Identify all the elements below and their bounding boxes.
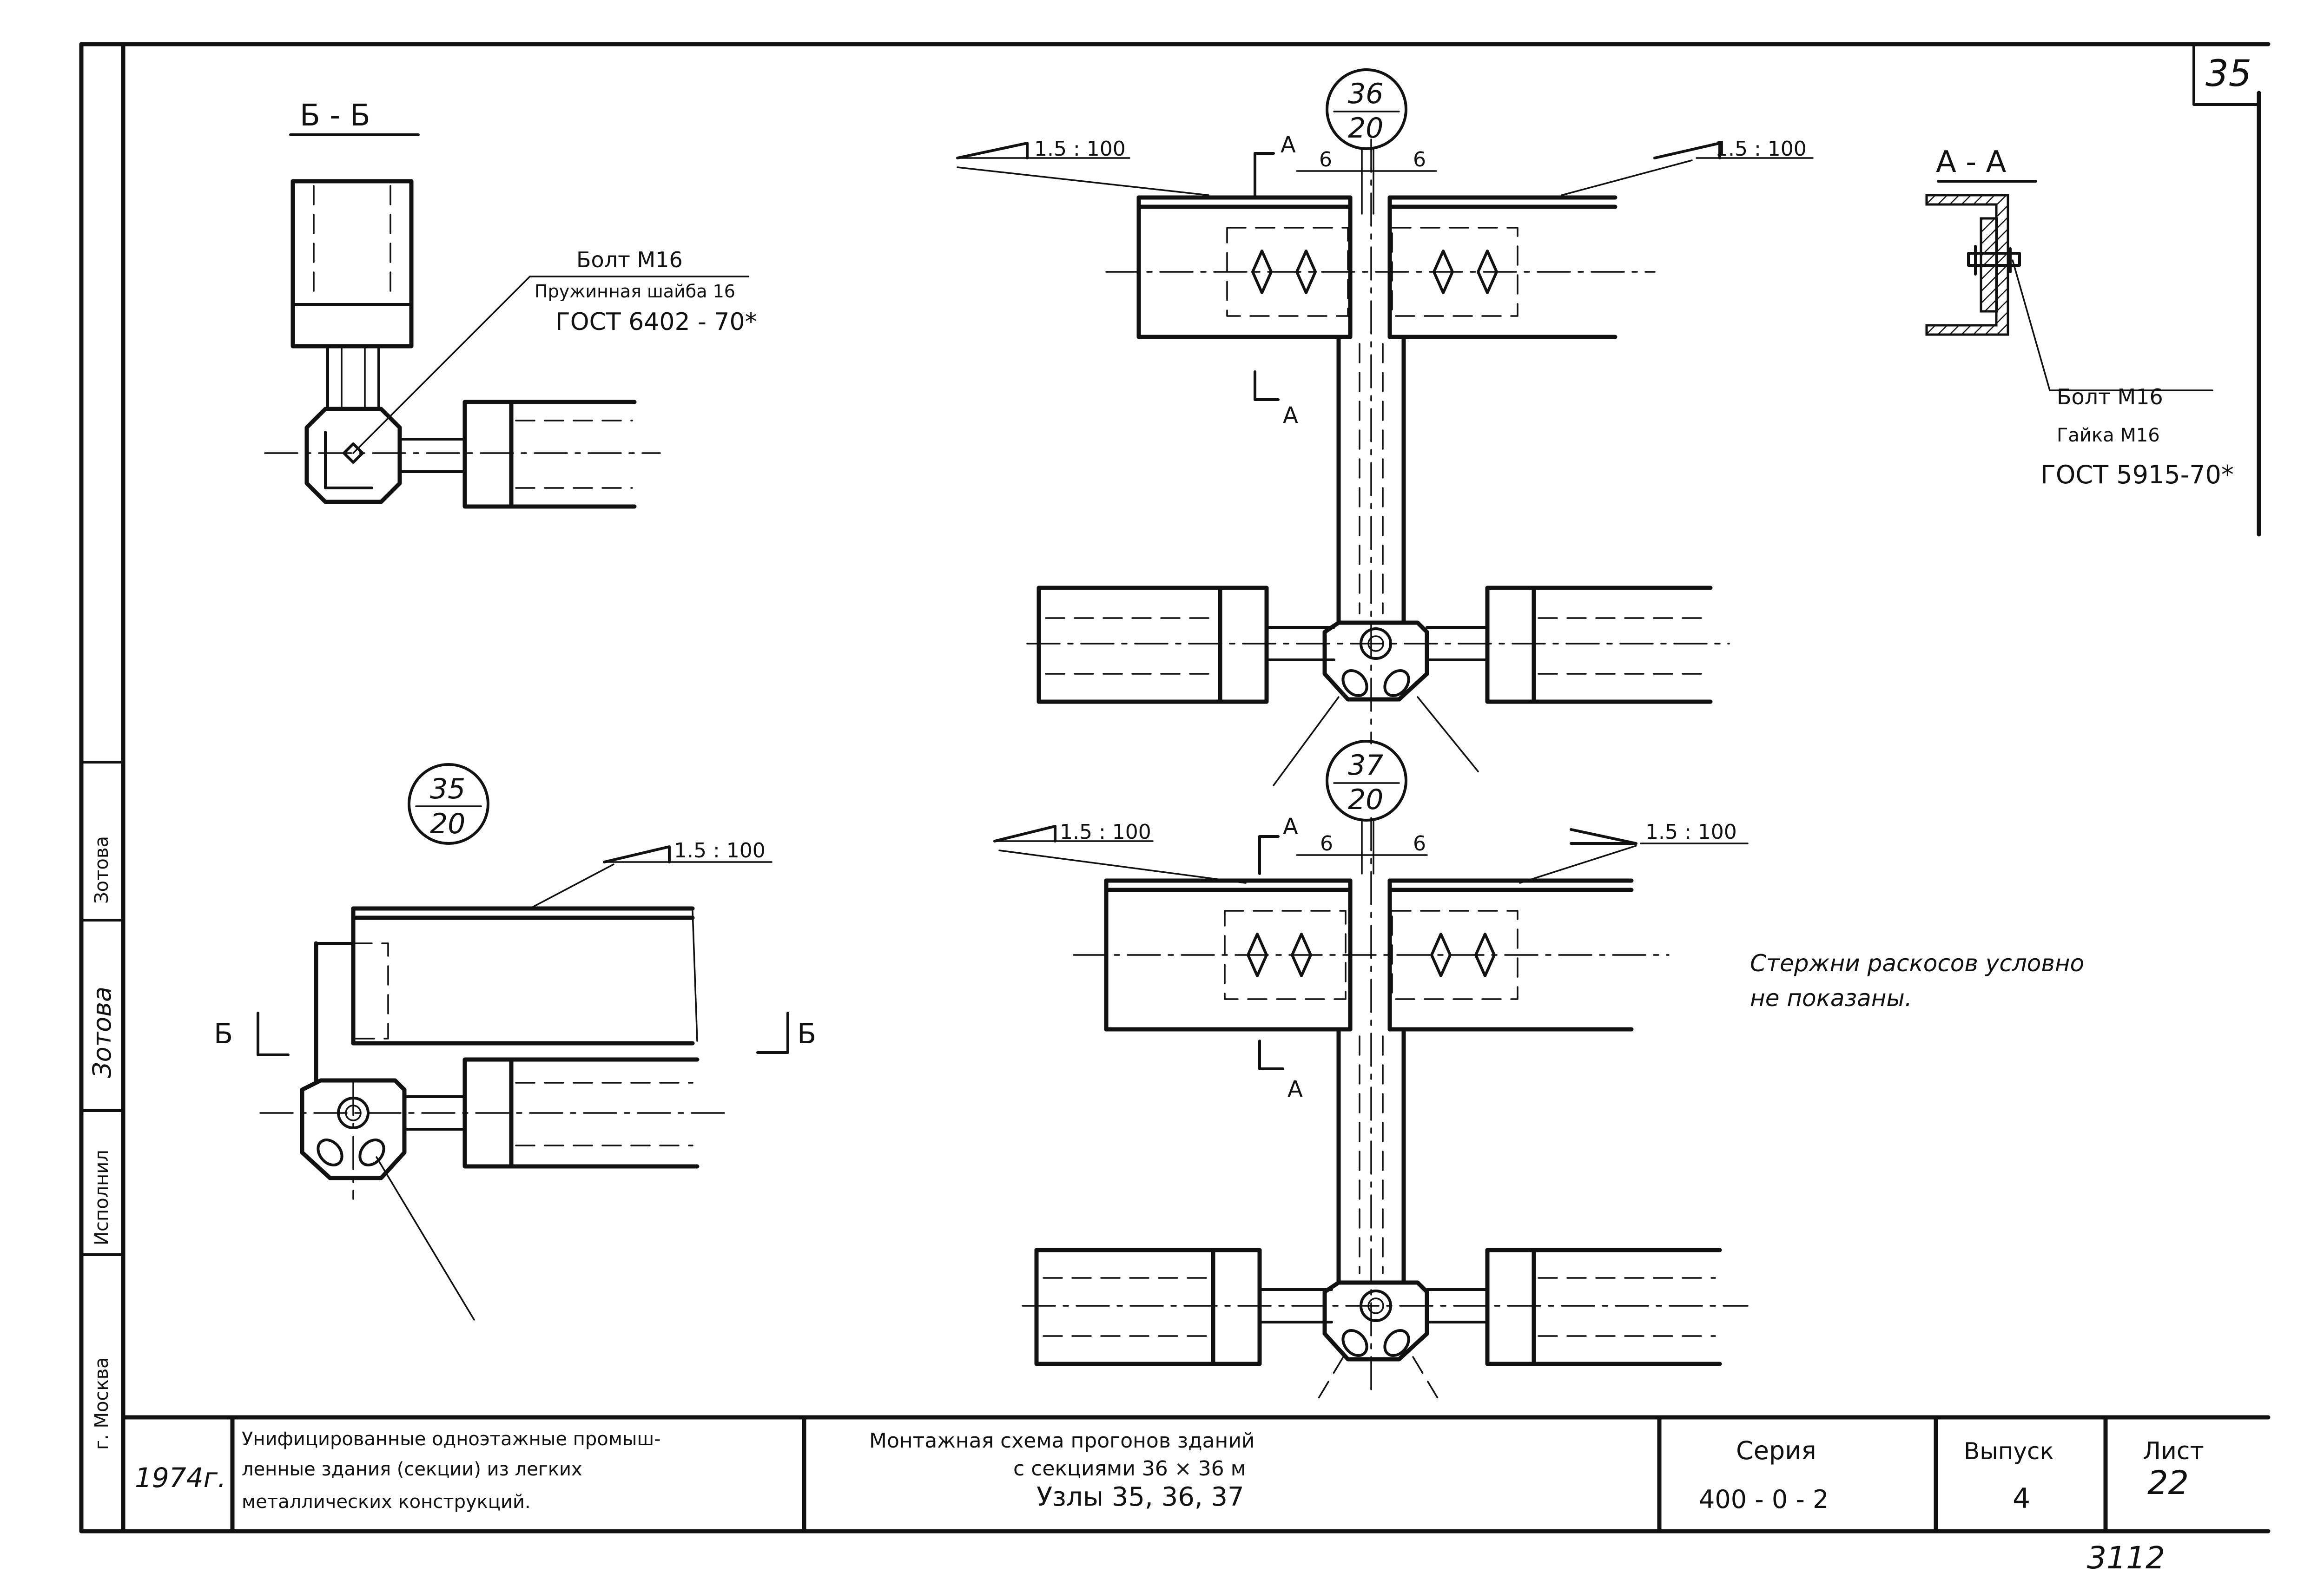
node-35-bubble-bottom: 20 bbox=[430, 808, 465, 840]
section-aa-bolt-note: Болт М16 bbox=[2057, 384, 2163, 409]
side-strip-signature: Зотова bbox=[87, 987, 117, 1078]
node-37-cut-mark-top: А bbox=[1283, 814, 1298, 840]
node-35-bubble-top: 35 bbox=[430, 773, 465, 805]
section-aa-drawing bbox=[1925, 180, 2213, 391]
title-block-issue-value: 4 bbox=[2013, 1482, 2030, 1515]
node-36-bubble-bottom: 20 bbox=[1348, 112, 1383, 145]
side-strip-executor: Исполнил bbox=[91, 1150, 112, 1245]
section-aa-nut-note: Гайка М16 bbox=[2057, 425, 2160, 446]
node-36-gap-right: 6 bbox=[1413, 148, 1426, 171]
section-bb-washer-note: Пружинная шайба 16 bbox=[535, 281, 735, 302]
section-bb-bolt-note: Болт М16 bbox=[576, 247, 683, 272]
node-37-bubble-top: 37 bbox=[1348, 749, 1383, 782]
node-37-slope-left: 1.5 : 100 bbox=[1060, 820, 1151, 844]
node-35-slope: 1.5 : 100 bbox=[674, 839, 766, 862]
side-strip-name: Зотова bbox=[91, 836, 112, 904]
node-37-gap-right: 6 bbox=[1413, 832, 1426, 856]
corner-sheet-number: 35 bbox=[2205, 53, 2251, 95]
title-block-title-line1: Монтажная схема прогонов зданий bbox=[869, 1429, 1255, 1453]
section-bb-title: Б - Б bbox=[300, 99, 370, 133]
title-block-org-line1: Унифицированные одноэтажные промыш- bbox=[242, 1428, 661, 1450]
title-block-issue-label: Выпуск bbox=[1964, 1438, 2054, 1465]
node-35-cut-left: Б bbox=[214, 1018, 233, 1050]
title-block-series-label: Серия bbox=[1736, 1436, 1816, 1465]
title-block-title-line3: Узлы 35, 36, 37 bbox=[1037, 1482, 1244, 1512]
note-line1: Стержни раскосов условно bbox=[1750, 950, 2084, 977]
section-bb-gost-note: ГОСТ 6402 - 70* bbox=[555, 308, 757, 336]
title-block-org-line3: металлических конструкций. bbox=[242, 1491, 531, 1513]
side-strip-city: г. Москва bbox=[91, 1357, 112, 1450]
section-aa-title: А - А bbox=[1936, 145, 2007, 179]
node-36-bubble-top: 36 bbox=[1348, 78, 1383, 110]
stamp-number: 3112 bbox=[2087, 1540, 2165, 1576]
node-36-slope-right: 1.5 : 100 bbox=[1715, 137, 1807, 161]
node-37-gap-left: 6 bbox=[1320, 832, 1333, 856]
title-block-series-value: 400 - 0 - 2 bbox=[1699, 1485, 1829, 1514]
node-36-drawing bbox=[956, 68, 1814, 786]
title-block-sheet-value: 22 bbox=[2147, 1464, 2189, 1502]
note-line2: не показаны. bbox=[1750, 985, 1912, 1012]
side-strip bbox=[80, 761, 125, 1256]
node-37-bubble-bottom: 20 bbox=[1348, 783, 1383, 816]
title-block-sheet-label: Лист bbox=[2143, 1437, 2204, 1465]
title-block-org-line2: ленные здания (секции) из легких bbox=[242, 1459, 582, 1480]
node-36-gap-left: 6 bbox=[1319, 148, 1332, 171]
node-35-cut-right: Б bbox=[797, 1018, 816, 1050]
node-36-cut-mark-top: А bbox=[1281, 132, 1296, 158]
node-36-slope-left: 1.5 : 100 bbox=[1034, 137, 1126, 161]
title-block-grid bbox=[121, 1415, 2271, 1534]
title-block-title-line2: с секциями 36 × 36 м bbox=[1013, 1457, 1246, 1481]
node-37-cut-mark-bottom: А bbox=[1287, 1076, 1303, 1102]
title-block-year: 1974г. bbox=[135, 1462, 226, 1494]
node-37-drawing bbox=[993, 740, 1749, 1404]
node-37-slope-right: 1.5 : 100 bbox=[1645, 820, 1737, 844]
section-aa-gost-note: ГОСТ 5915-70* bbox=[2040, 460, 2234, 489]
node-36-cut-mark-bottom: А bbox=[1283, 402, 1298, 428]
sheet-frame bbox=[79, 42, 2271, 1534]
node-35-drawing bbox=[257, 763, 789, 1321]
section-bb-drawing bbox=[264, 133, 749, 509]
